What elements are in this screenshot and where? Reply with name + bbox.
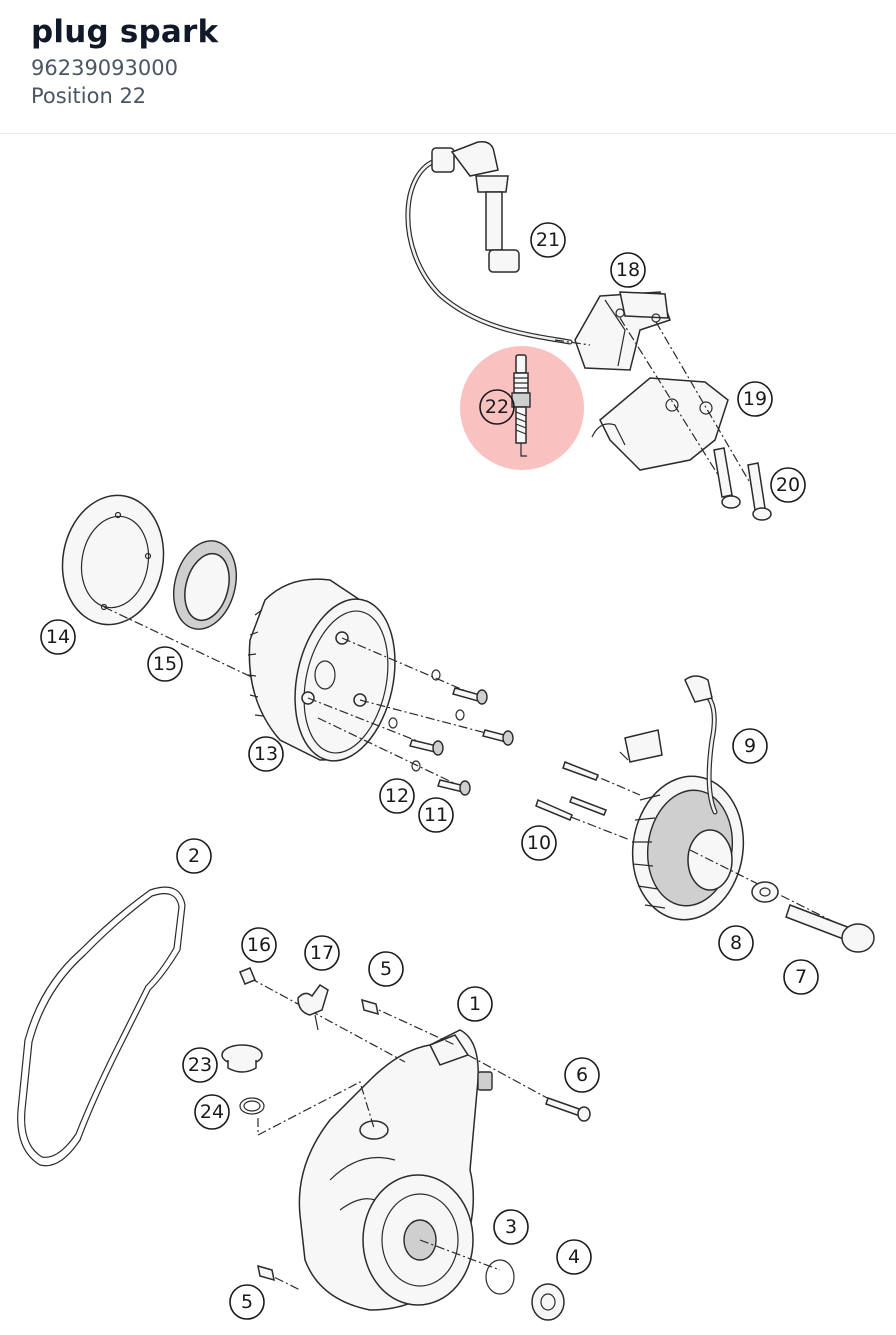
coil-bolts — [713, 447, 772, 521]
spark-plug-highlight — [460, 346, 584, 470]
svg-text:22: 22 — [485, 396, 509, 418]
svg-text:5: 5 — [241, 1291, 253, 1313]
stator — [631, 675, 745, 921]
callout-3[interactable]: 3 — [493, 1209, 529, 1245]
coil-bracket — [591, 377, 729, 471]
exploded-parts-diagram: 1 2 3 4 5 5 6 7 8 9 10 11 12 13 14 15 16… — [17, 140, 875, 1321]
svg-text:6: 6 — [576, 1064, 588, 1086]
callout-24[interactable]: 24 — [194, 1094, 230, 1130]
callout-16[interactable]: 16 — [241, 927, 277, 963]
cover-bolt-6 — [545, 1097, 591, 1122]
callout-21[interactable]: 21 — [530, 222, 566, 258]
svg-text:10: 10 — [527, 832, 551, 854]
callout-22[interactable]: 22 — [479, 389, 515, 425]
callout-11[interactable]: 11 — [418, 797, 454, 833]
callout-14[interactable]: 14 — [40, 619, 76, 655]
svg-text:17: 17 — [310, 942, 334, 964]
svg-text:21: 21 — [536, 229, 560, 251]
clip-17 — [297, 983, 329, 1031]
svg-text:8: 8 — [730, 932, 742, 954]
svg-text:16: 16 — [247, 934, 271, 956]
seal-ring — [61, 494, 165, 626]
svg-text:3: 3 — [505, 1216, 517, 1238]
freewheel-bearing — [173, 540, 237, 630]
flywheel-bolts — [388, 669, 514, 796]
svg-text:13: 13 — [254, 743, 278, 765]
svg-text:7: 7 — [795, 966, 807, 988]
callout-23[interactable]: 23 — [182, 1047, 218, 1083]
svg-text:24: 24 — [200, 1101, 224, 1123]
callout-4[interactable]: 4 — [556, 1239, 592, 1275]
svg-text:2: 2 — [188, 845, 200, 867]
callout-9[interactable]: 9 — [732, 728, 768, 764]
svg-text:20: 20 — [776, 474, 800, 496]
svg-text:11: 11 — [424, 804, 448, 826]
ignition-coil — [574, 291, 671, 371]
dowel-5-top — [361, 998, 379, 1016]
callout-10[interactable]: 10 — [521, 825, 557, 861]
svg-text:18: 18 — [616, 259, 640, 281]
page-title: plug spark — [31, 14, 219, 50]
svg-text:19: 19 — [743, 388, 767, 410]
callout-12[interactable]: 12 — [379, 778, 415, 814]
stator-screws — [535, 761, 607, 821]
callout-2[interactable]: 2 — [176, 838, 212, 874]
callout-7[interactable]: 7 — [783, 959, 819, 995]
callout-5-top[interactable]: 5 — [368, 951, 404, 987]
callout-6[interactable]: 6 — [564, 1057, 600, 1093]
cover-bolt-16 — [239, 967, 256, 985]
cover-gasket — [17, 886, 186, 1167]
callout-19[interactable]: 19 — [737, 381, 773, 417]
part-number: 96239093000 — [31, 56, 178, 80]
svg-text:5: 5 — [380, 958, 392, 980]
stator-connector — [619, 729, 663, 763]
callout-20[interactable]: 20 — [770, 467, 806, 503]
callout-15[interactable]: 15 — [147, 646, 183, 682]
callout-1[interactable]: 1 — [457, 986, 493, 1022]
svg-text:14: 14 — [46, 626, 70, 648]
oring-3 — [485, 1259, 515, 1295]
svg-text:4: 4 — [568, 1246, 580, 1268]
part-header: plug spark 96239093000 Position 22 — [0, 0, 896, 134]
svg-text:15: 15 — [153, 653, 177, 675]
svg-text:23: 23 — [188, 1054, 212, 1076]
svg-text:9: 9 — [744, 735, 756, 757]
spark-plug-cap — [431, 140, 520, 273]
svg-text:12: 12 — [385, 785, 409, 807]
callout-13[interactable]: 13 — [248, 736, 284, 772]
generator-cover — [298, 1029, 493, 1311]
callout-5-bottom[interactable]: 5 — [229, 1284, 265, 1320]
washer-and-bolt — [751, 881, 875, 953]
callout-17[interactable]: 17 — [304, 935, 340, 971]
ignition-wire — [405, 157, 573, 345]
dowel-5-bottom — [257, 1264, 275, 1282]
callout-18[interactable]: 18 — [610, 252, 646, 288]
plug-23 — [221, 1044, 263, 1073]
cap-4 — [531, 1283, 565, 1321]
oring-24 — [239, 1097, 265, 1115]
callout-8[interactable]: 8 — [718, 925, 754, 961]
svg-text:1: 1 — [469, 993, 481, 1015]
position-label: Position 22 — [31, 84, 147, 108]
